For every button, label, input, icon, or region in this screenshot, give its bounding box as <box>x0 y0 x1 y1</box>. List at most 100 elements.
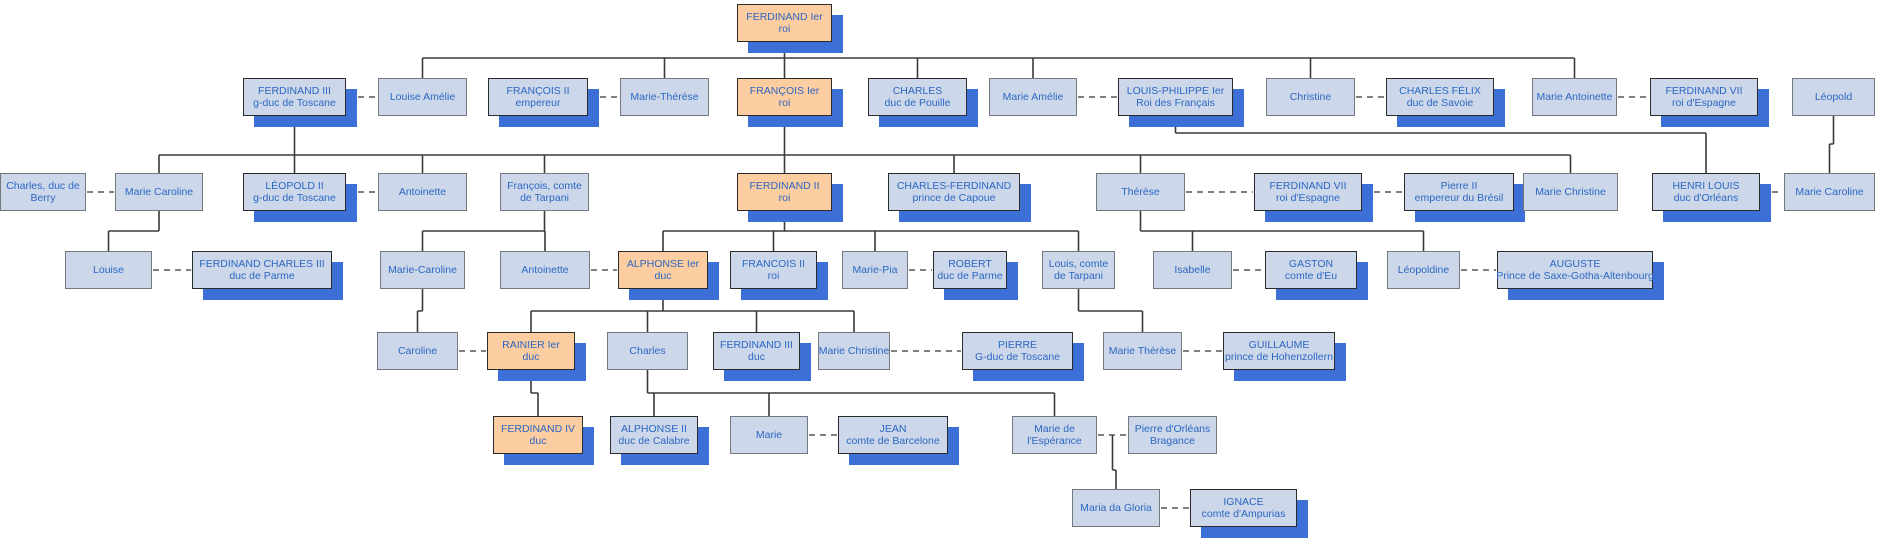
person-name: FERDINAND VII <box>1665 84 1743 97</box>
person-node[interactable]: Marie-Thérèse <box>620 78 709 116</box>
person-title: duc de Parme <box>937 270 1003 282</box>
person-title: roi <box>767 270 780 282</box>
person-node[interactable]: Marie-Caroline <box>380 251 465 289</box>
person-node[interactable]: Marie Caroline <box>115 173 203 211</box>
person-name: Marie <box>755 428 783 441</box>
person-name: Louis, comte <box>1048 257 1109 270</box>
person-node[interactable]: Louise <box>65 251 152 289</box>
person-title: comte de Barcelone <box>846 435 940 447</box>
person-node[interactable]: Marie <box>730 416 808 454</box>
person-name: GASTON <box>1288 257 1334 270</box>
person-name: Léopold <box>1814 90 1853 103</box>
person-node[interactable]: Marie Thérèse <box>1103 332 1182 370</box>
person-node[interactable]: Marie Christine <box>1523 173 1618 211</box>
descent-connector <box>1077 289 1144 332</box>
person-name: Caroline <box>397 344 438 357</box>
descent-connector <box>421 211 546 251</box>
person-title: empereur du Brésil <box>1414 192 1504 204</box>
person-name: Maria da Gloria <box>1080 501 1152 514</box>
person-name: IGNACE <box>1223 495 1264 508</box>
person-name: Marie-Caroline <box>388 263 457 276</box>
person-name: ALPHONSE Ier <box>626 257 700 270</box>
person-name: Antoinette <box>398 185 447 198</box>
person-title: Bragance <box>1150 435 1195 447</box>
person-name: Marie-Pia <box>852 263 898 276</box>
person-title: Roi des Français <box>1136 97 1215 109</box>
person-node[interactable]: Léopold <box>1792 78 1875 116</box>
person-node[interactable]: Christine <box>1266 78 1355 116</box>
person-name: FERDINAND VII <box>1269 179 1347 192</box>
person-name: CHARLES <box>892 84 943 97</box>
person-name: Isabelle <box>1174 263 1211 276</box>
person-node[interactable]: Léopoldine <box>1387 251 1460 289</box>
person-node[interactable]: Louise Amélie <box>378 78 467 116</box>
person-node[interactable]: Antoinette <box>500 251 590 289</box>
person-title: roi <box>778 97 791 109</box>
person-name: Pierre II <box>1440 179 1478 192</box>
person-name: RAINIER Ier <box>502 338 560 351</box>
person-name: FERDINAND II <box>749 179 820 192</box>
person-node[interactable]: Marie Antoinette <box>1532 78 1617 116</box>
person-node[interactable]: Marie Christine <box>818 332 890 370</box>
person-title: g-duc de Toscane <box>253 97 336 109</box>
person-node[interactable]: Antoinette <box>378 173 467 211</box>
person-node[interactable]: Caroline <box>377 332 458 370</box>
person-name: Christine <box>1289 90 1332 103</box>
person-name: Marie Antoinette <box>1536 90 1613 103</box>
person-name: CHARLES FÉLIX <box>1399 84 1481 97</box>
person-title: de Tarpani <box>520 192 569 204</box>
person-node[interactable]: Isabelle <box>1153 251 1232 289</box>
person-name: Marie-Thérèse <box>630 90 699 103</box>
person-title: G-duc de Toscane <box>974 351 1061 363</box>
person-title: duc <box>522 351 540 363</box>
person-name: HENRI LOUIS <box>1672 179 1740 192</box>
person-node[interactable]: Marie Caroline <box>1784 173 1875 211</box>
person-node[interactable]: Charles <box>607 332 688 370</box>
person-node[interactable]: Maria da Gloria <box>1072 489 1160 527</box>
descent-connector <box>1111 435 1117 489</box>
person-name: Marie Amélie <box>1002 90 1064 103</box>
person-node[interactable]: Marie Amélie <box>989 78 1077 116</box>
person-title: prince de Capoue <box>912 192 996 204</box>
person-name: FERDINAND III <box>720 338 793 351</box>
person-title: duc de Parme <box>229 270 295 282</box>
person-node[interactable]: Thérèse <box>1096 173 1185 211</box>
person-name: Charles, duc de <box>6 179 80 192</box>
person-node[interactable]: Marie-Pia <box>842 251 908 289</box>
person-name: Charles <box>629 344 666 357</box>
